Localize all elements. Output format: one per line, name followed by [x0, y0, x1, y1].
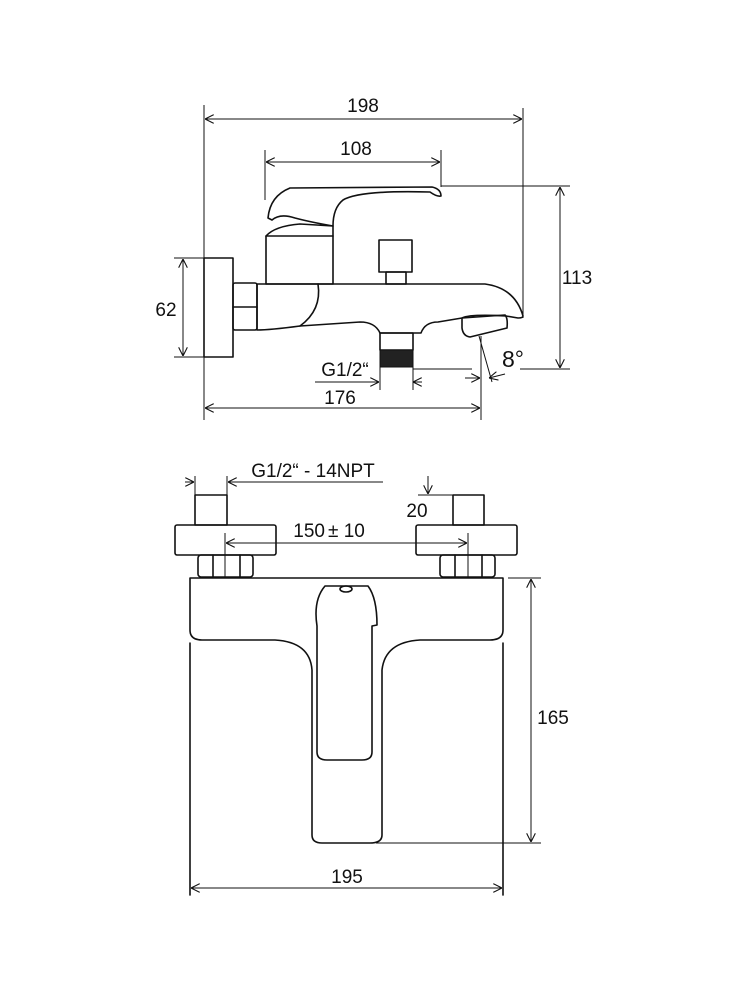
dim-label-198: 198: [347, 96, 379, 117]
dim-label-113: 113: [562, 268, 592, 289]
dim-label-thread: G1/2“ - 14NPT: [251, 461, 375, 482]
right-inlet-pipe: [452, 494, 485, 526]
dim-label-165: 165: [537, 708, 569, 729]
lever-handle: [267, 186, 442, 227]
lever-indicator: [339, 585, 353, 593]
mixer-body: [189, 577, 504, 844]
left-inlet-pipe: [194, 494, 228, 526]
dim-label-angle: 8°: [502, 346, 524, 372]
spout-body: [256, 283, 524, 334]
aerator: [461, 314, 509, 338]
angle-arrow: [489, 374, 506, 378]
body-contour: [299, 283, 320, 327]
right-flange: [415, 524, 518, 556]
outlet-pipe: [379, 332, 414, 351]
outlet-thread: [379, 349, 414, 368]
dim-label-62: 62: [155, 300, 176, 321]
dim-label-g12: G1/2“: [321, 360, 369, 381]
dim-label-108: 108: [340, 139, 372, 160]
top-view: G1/2“ - 14NPT 20 150 ± 10 165: [174, 461, 569, 896]
diverter-stem: [385, 271, 407, 285]
wall-plate: [203, 257, 234, 358]
dim-label-195: 195: [331, 867, 363, 888]
dim-label-176: 176: [324, 388, 356, 409]
dim-label-tolerance: ± 10: [328, 521, 365, 542]
dim-label-150: 150: [293, 521, 325, 542]
diverter-knob: [378, 239, 413, 273]
dim-label-20: 20: [406, 501, 427, 522]
cartridge-cap: [265, 223, 334, 237]
lever-top: [315, 585, 378, 761]
cartridge-housing: [265, 235, 334, 285]
side-view: 198 108 113 62 G1/2“ 176 8°: [155, 96, 592, 420]
